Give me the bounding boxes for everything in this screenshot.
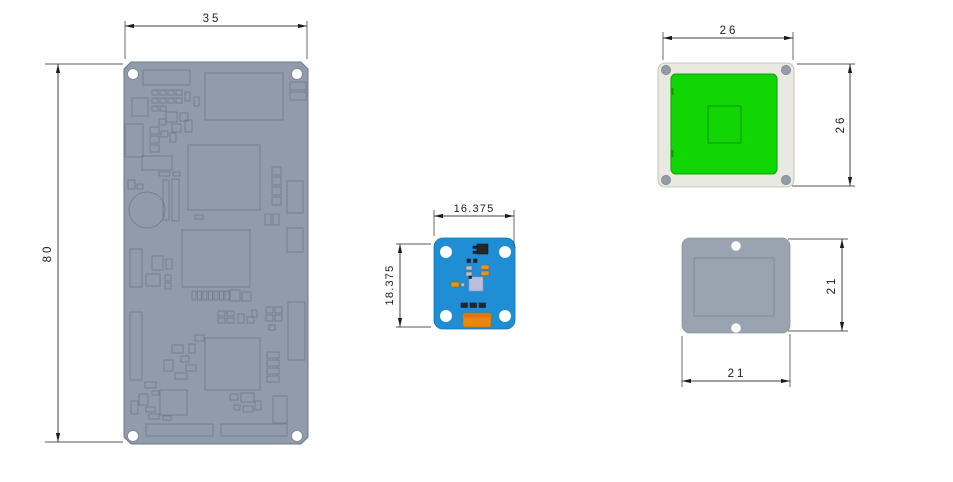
- dimension-arrow: [784, 35, 793, 41]
- dimension-arrow: [397, 318, 403, 327]
- dimension-arrow: [839, 239, 845, 248]
- mounting-hole: [731, 241, 741, 251]
- back-plate-height-label: 21: [826, 276, 838, 295]
- corner-pad: [661, 65, 671, 75]
- dimension-arrow: [663, 35, 672, 41]
- main-board-view: 35 80: [42, 13, 309, 445]
- sensor-board-height-label: 18.375: [384, 265, 396, 306]
- mounting-hole: [291, 68, 303, 80]
- main-board-height-dimension: 80: [42, 63, 123, 443]
- dimension-arrow: [781, 378, 790, 384]
- lens-center-window: [707, 105, 742, 144]
- mounting-hole: [440, 246, 452, 258]
- main-board-outline: [123, 61, 309, 445]
- led-lens: [670, 73, 778, 175]
- mounting-hole: [291, 430, 303, 442]
- corner-pad: [781, 65, 791, 75]
- led-module-height-label: 26: [835, 115, 847, 134]
- battery-outline: [128, 191, 166, 229]
- back-plate-view: 21 21: [681, 237, 848, 387]
- corner-pad: [661, 175, 671, 185]
- sensor-connector-top: [464, 313, 490, 318]
- main-board-width-dimension: 35: [124, 13, 308, 59]
- sensor-ic: [468, 276, 484, 292]
- corner-pad: [781, 175, 791, 185]
- dimension-arrow: [505, 213, 514, 219]
- main-ic-outline: [187, 144, 261, 211]
- dimension-arrow: [55, 433, 61, 442]
- dimension-arrow: [397, 244, 403, 253]
- mounting-hole: [499, 310, 511, 322]
- lens-notch: [671, 88, 674, 95]
- sensor-board-width-dimension: 16.375: [433, 203, 515, 247]
- mounting-hole: [127, 68, 139, 80]
- mounting-hole: [440, 310, 452, 322]
- main-board-height-label: 80: [42, 244, 54, 263]
- mounting-hole: [127, 430, 139, 442]
- main-board-components: [124, 69, 307, 437]
- transistor: [476, 243, 489, 255]
- back-plate-width-label: 21: [728, 368, 747, 380]
- secondary-ic-outline: [204, 337, 261, 391]
- led-module-height-dimension: 26: [792, 63, 855, 187]
- edge-connector-outline: [220, 423, 288, 437]
- dimension-arrow: [434, 213, 443, 219]
- dimension-arrow: [839, 322, 845, 331]
- dimension-arrow: [847, 64, 853, 73]
- sensor-board-height-dimension: 18.375: [384, 243, 431, 328]
- dimension-arrow: [125, 23, 134, 29]
- led-module-width-dimension: 26: [662, 25, 794, 60]
- back-plate-width-dimension: 21: [681, 334, 791, 387]
- back-plate-window: [693, 257, 775, 317]
- back-plate-height-dimension: 21: [788, 238, 848, 332]
- main-board-width-label: 35: [203, 13, 222, 25]
- mounting-hole: [499, 246, 511, 258]
- sensor-board-components: [450, 243, 492, 328]
- dimension-arrow: [847, 177, 853, 186]
- led-module-view: 26 26: [657, 25, 855, 188]
- led-module-width-label: 26: [720, 25, 739, 37]
- sensor-board-view: 16.375 18.375: [384, 203, 516, 330]
- lens-notch: [671, 150, 674, 157]
- dimension-arrow: [298, 23, 307, 29]
- sensor-board-width-label: 16.375: [454, 203, 495, 215]
- mounting-hole: [731, 323, 741, 333]
- edge-connector-outline: [145, 423, 214, 437]
- dimension-arrow: [682, 378, 691, 384]
- dimension-arrow: [55, 64, 61, 73]
- back-plate-body: [681, 237, 791, 334]
